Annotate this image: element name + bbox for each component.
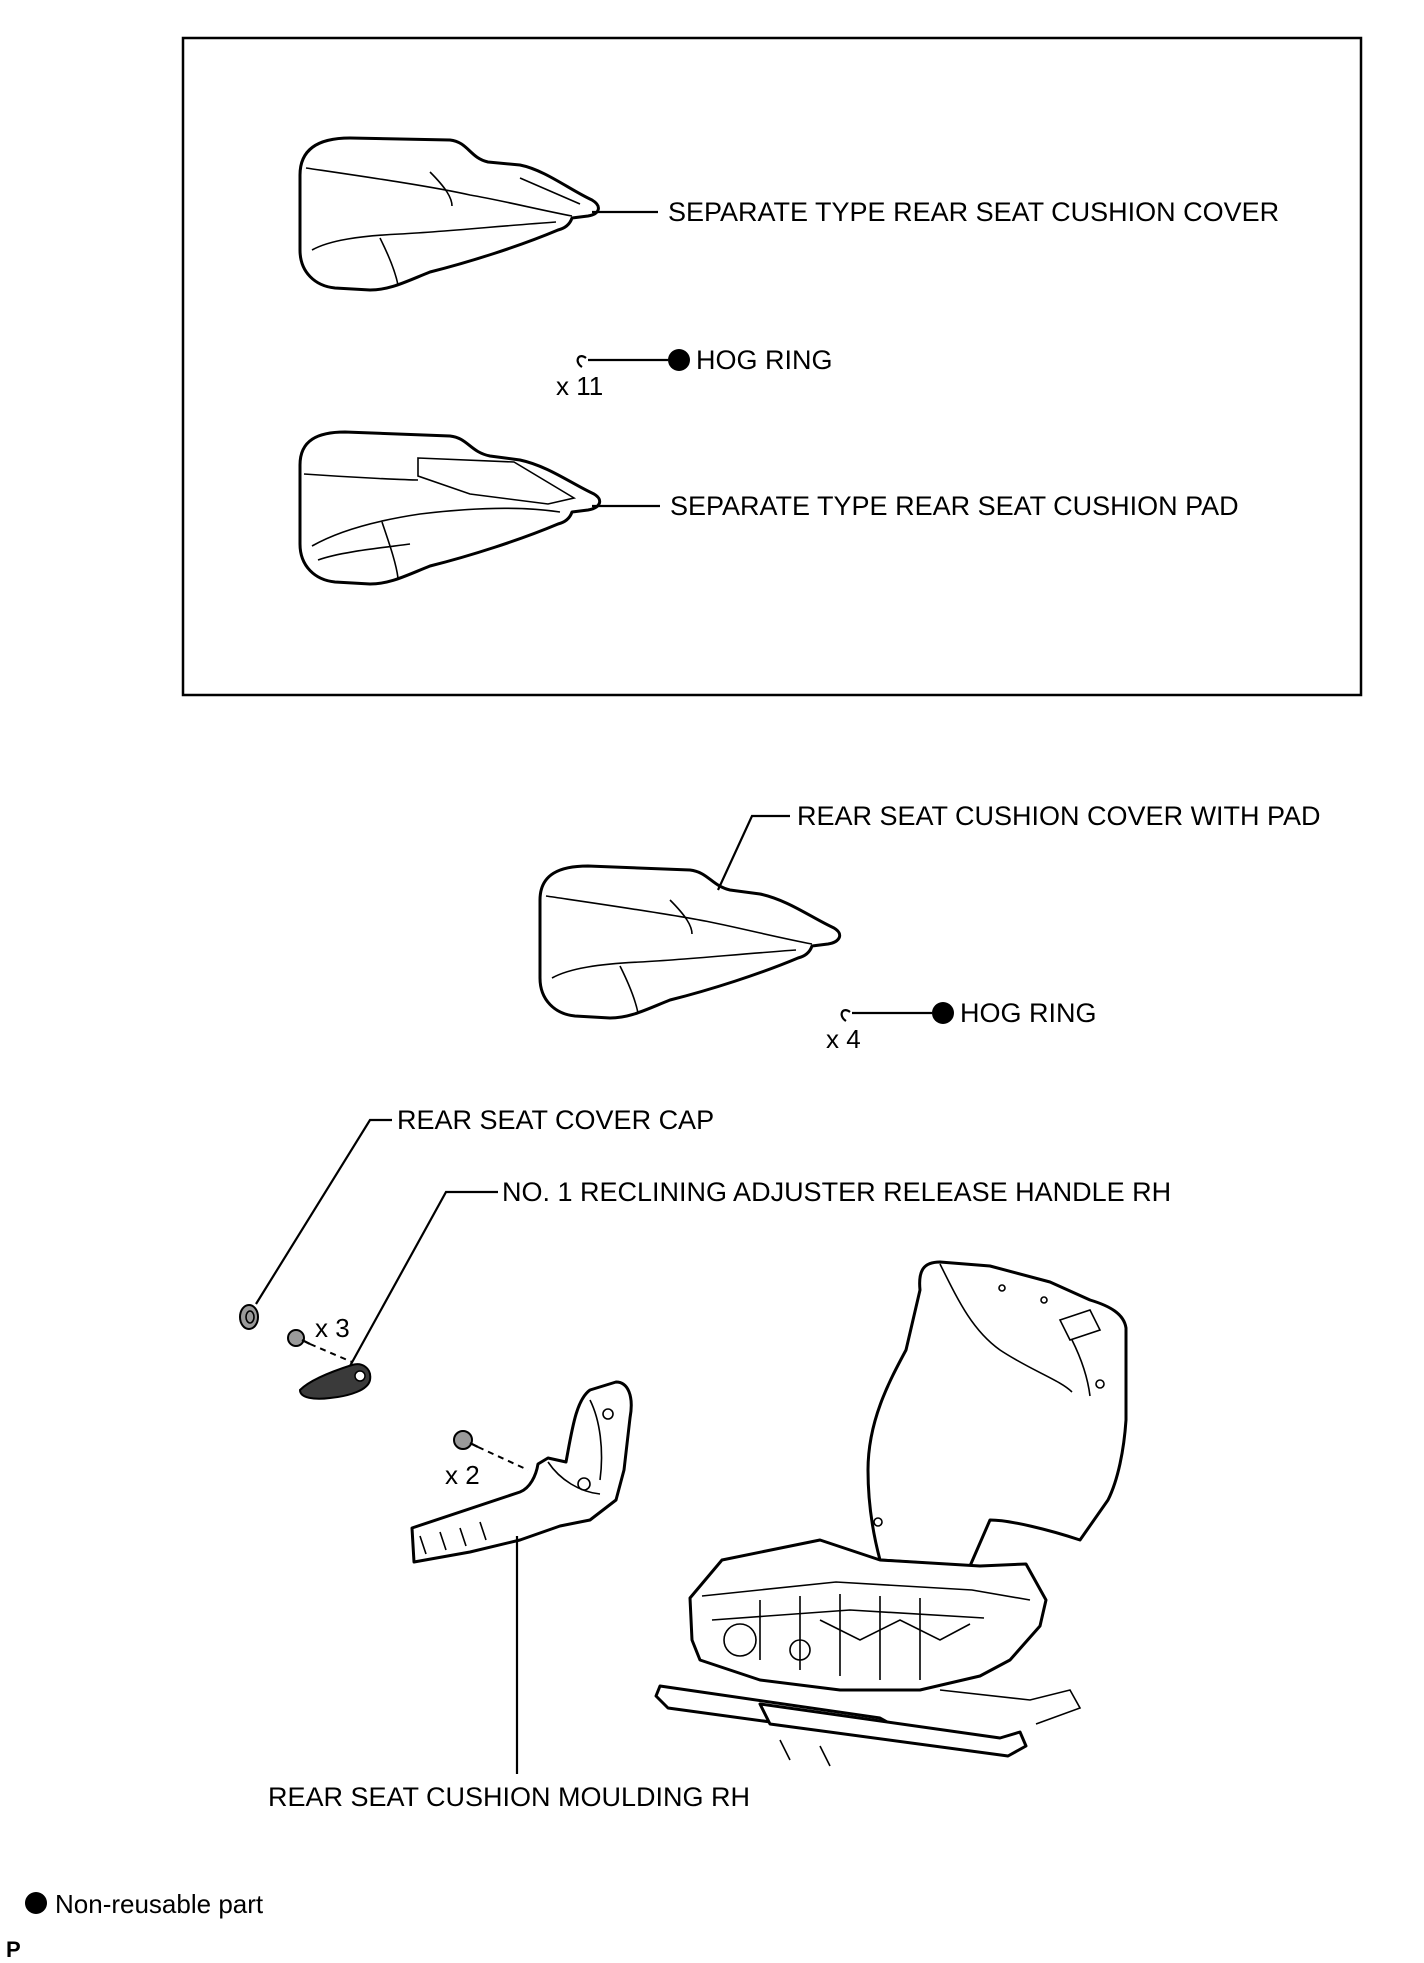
cover-cap-icon (239, 1304, 259, 1330)
seat-assembly-illustration (654, 1260, 1128, 1767)
hog-ring-qty-lower: x 4 (826, 1024, 861, 1054)
hog-ring-qty-upper: x 11 (556, 371, 603, 401)
screw-icon-moulding (453, 1430, 479, 1450)
cushion-moulding-illustration (410, 1380, 633, 1564)
screw-qty-moulding: x 2 (445, 1460, 480, 1490)
hog-ring-label-upper: HOG RING (696, 345, 833, 375)
screw-icon-handle (287, 1329, 311, 1347)
separate-cushion-pad-label: SEPARATE TYPE REAR SEAT CUSHION PAD (670, 491, 1239, 521)
page-code: P (6, 1937, 21, 1962)
cover-cap-label: REAR SEAT COVER CAP (397, 1105, 714, 1135)
separate-cushion-cover-illustration (298, 136, 600, 292)
cushion-cover-with-pad-illustration (538, 864, 842, 1020)
cushion-moulding-label: REAR SEAT CUSHION MOULDING RH (268, 1782, 750, 1812)
separate-cushion-cover-label: SEPARATE TYPE REAR SEAT CUSHION COVER (668, 197, 1279, 227)
legend-non-reusable-label: Non-reusable part (55, 1889, 264, 1919)
separate-cushion-pad-illustration (298, 430, 602, 586)
screw-qty-handle: x 3 (315, 1313, 350, 1343)
hog-ring-icon (576, 355, 587, 368)
legend-non-reusable-marker (25, 1892, 47, 1914)
upper-frame (181, 36, 1363, 697)
cushion-cover-with-pad-label: REAR SEAT CUSHION COVER WITH PAD (797, 801, 1321, 831)
hog-ring-icon-lower (840, 1009, 851, 1022)
release-handle-label: NO. 1 RECLINING ADJUSTER RELEASE HANDLE … (502, 1177, 1171, 1207)
release-handle-illustration (298, 1363, 372, 1400)
non-reusable-marker (668, 349, 690, 371)
hog-ring-label-lower: HOG RING (960, 998, 1097, 1028)
non-reusable-marker-lower (932, 1002, 954, 1024)
